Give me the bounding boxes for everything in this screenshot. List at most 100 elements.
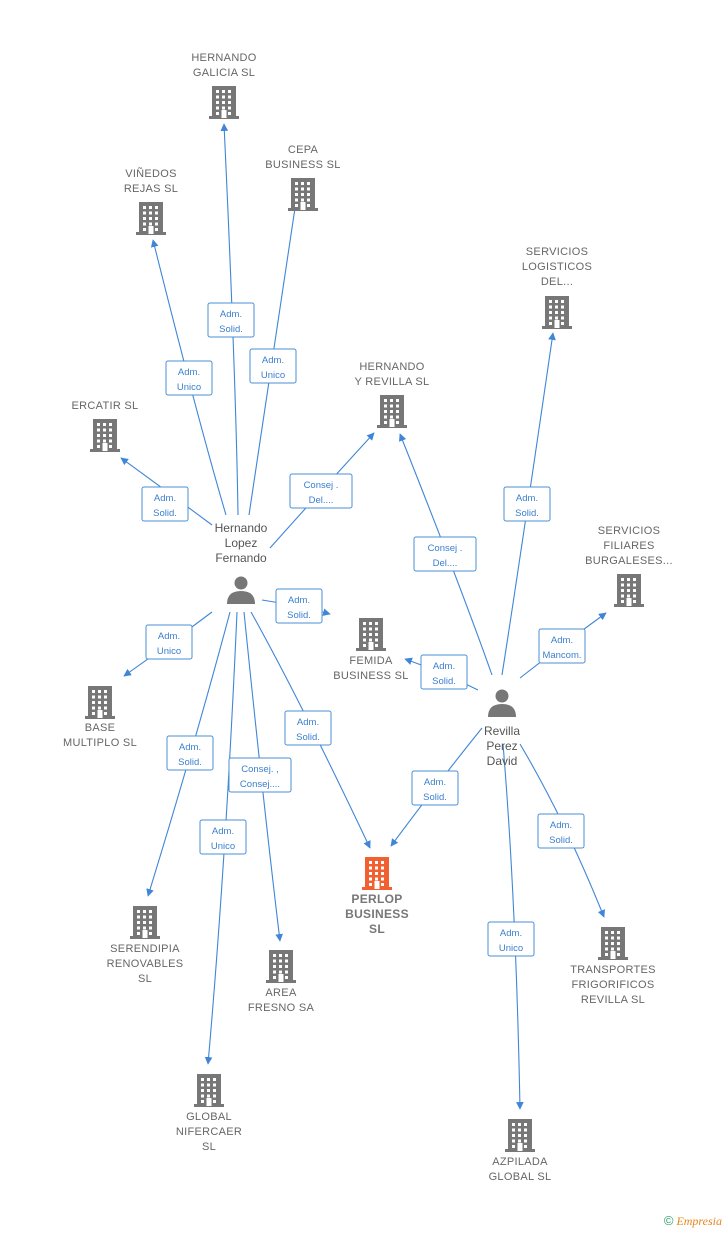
company-name-line: DEL...	[541, 276, 573, 288]
company-name-line: BURGALESES...	[585, 555, 673, 567]
company-name-line: BUSINESS SL	[333, 670, 408, 682]
building-icon	[377, 395, 407, 428]
relation-label-line: Adm.	[433, 661, 455, 672]
relation-label[interactable]: Adm. Solid.	[141, 486, 189, 522]
edge-revilla-to-servicios_log	[501, 332, 556, 676]
relation-label[interactable]: Adm. Solid.	[503, 486, 551, 522]
relation-label-line: Adm.	[500, 928, 522, 939]
company-name-line: SERVICIOS	[526, 246, 588, 258]
edge-revilla-to-hernando_revilla	[398, 433, 493, 676]
company-name-line: MULTIPLO SL	[63, 737, 137, 749]
company-name-line: FRIGORIFICOS	[571, 979, 654, 991]
relation-label[interactable]: Adm.Unico	[145, 624, 193, 660]
relation-label-line: Del....	[433, 558, 458, 569]
building-icon	[288, 178, 318, 211]
relation-label[interactable]: Adm.Unico	[199, 819, 247, 855]
company-name-line: BUSINESS SL	[265, 159, 340, 171]
relation-label[interactable]: Consej .Del....	[413, 536, 477, 572]
relation-label-line: Unico	[499, 943, 523, 954]
relation-label[interactable]: Adm.Unico	[165, 360, 213, 396]
relation-label[interactable]: Consej . Del....	[289, 473, 353, 509]
company-node-servicios_log[interactable]: SERVICIOSLOGISTICOSDEL...	[522, 246, 592, 329]
company-node-servicios_fil[interactable]: SERVICIOSFILIARESBURGALESES...	[585, 525, 673, 607]
building-icon	[194, 1074, 224, 1107]
building-icon	[362, 857, 392, 890]
relation-label-line: Adm.	[179, 742, 201, 753]
company-name-line: SL	[369, 922, 385, 936]
company-node-femida[interactable]: FEMIDA BUSINESS SL	[333, 618, 408, 682]
company-node-hernando_revilla[interactable]: HERNANDO Y REVILLA SL	[355, 361, 430, 428]
company-name-line: REVILLA SL	[581, 994, 645, 1006]
relation-label[interactable]: Adm. Solid.	[284, 710, 332, 746]
relation-label-line: Solid.	[515, 508, 539, 519]
company-name-line: CEPA	[288, 144, 319, 156]
relation-label[interactable]: Adm.Solid.	[420, 654, 468, 690]
company-name-line: FILIARES	[603, 540, 654, 552]
building-icon	[505, 1119, 535, 1152]
company-name-line: AREA	[265, 987, 297, 999]
relation-label[interactable]: Adm.Solid.	[166, 735, 214, 771]
building-icon	[209, 86, 239, 119]
relation-label[interactable]: Adm.Solid.	[207, 302, 255, 338]
company-name-line: GALICIA SL	[193, 67, 255, 79]
relation-label-line: Adm.	[550, 820, 572, 831]
relation-label-line: Del....	[309, 495, 334, 506]
relation-label-line: Solid.	[153, 508, 177, 519]
relation-label-line: Solid.	[219, 324, 243, 335]
footer-brand[interactable]: ©Empresia	[664, 1213, 722, 1229]
relation-label-line: Unico	[211, 841, 235, 852]
relation-label-line: Adm.	[154, 493, 176, 504]
building-icon	[85, 686, 115, 719]
company-node-cepa[interactable]: CEPA BUSINESS SL	[265, 144, 340, 211]
company-name-line: PERLOP	[351, 892, 402, 906]
person-name-line: Perez	[486, 739, 517, 753]
relation-label[interactable]: Adm.Solid.	[275, 588, 323, 624]
person-icon	[227, 576, 255, 604]
building-icon	[90, 419, 120, 452]
relation-label[interactable]: Adm. Solid.	[411, 770, 459, 806]
relation-label[interactable]: Adm. Solid.	[537, 813, 585, 849]
relation-label-line: Adm.	[158, 631, 180, 642]
edge-hernando-to-hernando_galicia	[220, 123, 239, 516]
relation-label[interactable]: Consej. ,Consej....	[228, 757, 292, 793]
relation-label-line: Adm.	[424, 777, 446, 788]
person-name-line: Revilla	[484, 724, 520, 738]
relation-label-layer: Adm.Solid.Adm.UnicoAdm.UnicoAdm.Solid.Co…	[141, 302, 586, 957]
person-name-line: Hernando	[215, 521, 268, 535]
relation-label-line: Solid.	[296, 732, 320, 743]
company-name-line: RENOVABLES	[107, 958, 184, 970]
relation-label-line: Consej. ,	[241, 764, 279, 775]
copyright-icon: ©	[663, 1213, 674, 1228]
relation-label-line: Adm.	[297, 717, 319, 728]
company-name-line: FEMIDA	[349, 655, 393, 667]
company-name-line: BUSINESS	[345, 907, 409, 921]
relation-label[interactable]: Adm.Mancom.	[538, 628, 586, 664]
company-node-ercatir[interactable]: ERCATIR SL	[72, 400, 139, 452]
building-icon	[266, 950, 296, 983]
relation-label-line: Adm.	[516, 493, 538, 504]
relation-label[interactable]: Adm. Unico	[487, 921, 535, 957]
relation-label-line: Solid.	[423, 792, 447, 803]
edge-hernando-to-cepa	[248, 187, 301, 516]
company-name-line: VIÑEDOS	[125, 167, 177, 180]
relation-label-line: Solid.	[549, 835, 573, 846]
company-name-line: Y REVILLA SL	[355, 376, 430, 388]
person-name-line: Fernando	[215, 551, 267, 565]
relation-label-line: Mancom.	[542, 650, 581, 661]
company-name-line: HERNANDO	[359, 361, 424, 373]
relation-label-line: Consej .	[304, 480, 339, 491]
relation-label[interactable]: Adm.Unico	[249, 348, 297, 384]
